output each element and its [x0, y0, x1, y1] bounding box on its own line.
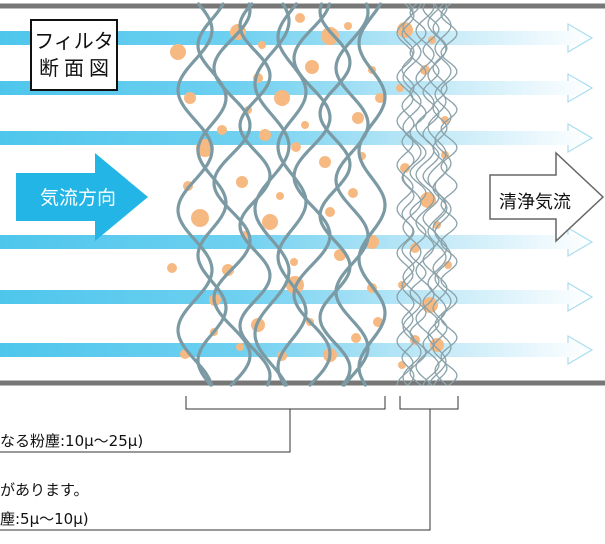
dust-particle-58 [422, 297, 438, 313]
coarse-leader-line [0, 409, 291, 453]
coarse-fiber-2 [196, 2, 228, 387]
dust-particle-14 [217, 125, 227, 135]
dust-particle-62 [398, 361, 406, 369]
dust-particle-24 [276, 192, 284, 200]
coarse-fiber-1 [176, 2, 214, 387]
dust-particle-47 [397, 22, 413, 38]
dust-particle-6 [305, 60, 319, 74]
fine-fiber-10 [432, 3, 448, 386]
dust-particle-25 [191, 209, 209, 227]
filter-label-line2: 断面図 [39, 56, 114, 80]
coarse-fiber-9 [334, 2, 370, 387]
air-stream-arrowhead-6 [567, 334, 594, 366]
fine-fiber-2 [402, 3, 422, 386]
dust-particle-1 [170, 44, 186, 60]
coarse-fiber-8 [318, 2, 352, 387]
dust-particle-30 [167, 263, 177, 273]
coarse-fiber-10 [357, 2, 387, 387]
dust-particle-31 [222, 264, 234, 276]
air-stream-arrowhead-1 [567, 22, 594, 54]
coarse-layer-bracket [185, 396, 386, 410]
filter-section-label: フィルタ 断面図 [30, 19, 118, 91]
outlet-arrow-icon [489, 151, 605, 243]
dust-particle-43 [236, 343, 244, 351]
fine-leader-line [0, 409, 431, 531]
dust-particle-27 [325, 207, 335, 217]
dust-particle-4 [321, 27, 339, 45]
inlet-label: 気流方向 [40, 187, 117, 209]
filter-label-line1: フィルタ [34, 29, 114, 53]
fine-fiber-7 [434, 3, 452, 386]
dust-particle-48 [428, 36, 436, 44]
dust-particle-15 [259, 129, 271, 141]
dust-particle-32 [290, 258, 298, 266]
dust-particle-54 [441, 151, 449, 159]
inlet-arrow-icon [16, 153, 148, 241]
air-stream-arrowhead-3 [567, 122, 594, 154]
dust-particle-23 [348, 188, 358, 198]
coarse-fiber-3 [212, 2, 252, 387]
air-stream-6 [0, 343, 592, 357]
dust-particle-10 [184, 92, 196, 104]
fine-dust-caption: 塵:5μ～10μ) [0, 510, 89, 528]
air-stream-arrowhead-5 [567, 281, 594, 313]
outlet-label: 清浄気流 [499, 192, 571, 213]
coarse-fiber-7 [292, 2, 332, 387]
dust-particle-22 [236, 176, 248, 188]
dust-particle-13 [375, 93, 385, 103]
fine-fiber-1 [396, 3, 414, 386]
dust-particle-52 [400, 163, 410, 173]
dust-particle-11 [274, 90, 290, 106]
fine-layer-bracket [399, 396, 459, 410]
dust-particle-5 [344, 22, 352, 30]
air-stream-4 [0, 235, 592, 249]
dust-particle-8 [295, 13, 305, 23]
fine-caption-line1: があります。 [0, 481, 89, 499]
dust-particle-26 [262, 214, 278, 230]
filter-fibers [176, 2, 458, 387]
coarse-fiber-5 [253, 2, 291, 387]
fine-fiber-4 [415, 3, 435, 386]
fine-fiber-9 [401, 3, 415, 386]
fine-fiber-8 [440, 3, 458, 386]
dust-particle-20 [291, 142, 301, 152]
dust-particle-44 [351, 333, 361, 343]
coarse-dust-caption: なる粉塵:10μ～25μ) [0, 432, 144, 450]
dust-particle-3 [258, 41, 266, 49]
dust-particle-16 [301, 121, 309, 129]
air-stream-arrowhead-2 [567, 72, 594, 104]
dust-particle-19 [319, 156, 331, 168]
dust-particle-51 [441, 116, 449, 124]
dust-particle-17 [352, 112, 364, 124]
